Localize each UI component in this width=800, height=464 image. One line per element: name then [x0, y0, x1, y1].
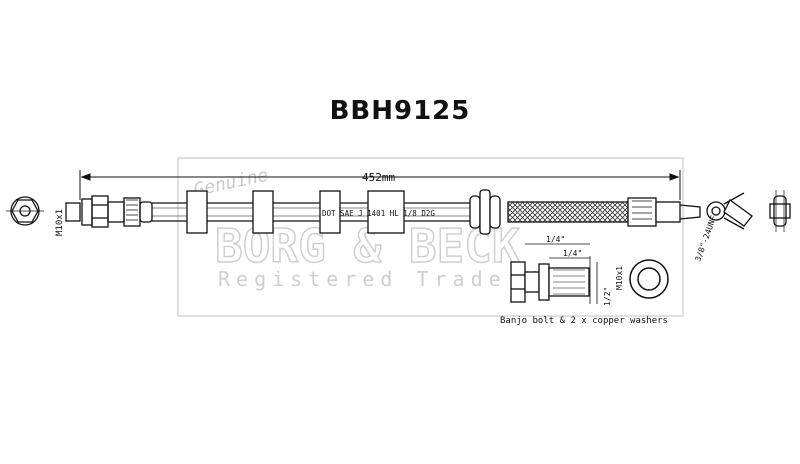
thread-left-label: M10x1: [55, 209, 65, 236]
grommet: [469, 189, 501, 235]
hose-clip-2: [252, 190, 274, 234]
length-label: 452mm: [362, 171, 395, 184]
left-fitting: [65, 195, 153, 228]
hose-print-label: DOT SAE J 1401 HL 1/8 D2G: [322, 209, 435, 218]
part-number-title: BBH9125: [329, 96, 471, 126]
right-end-view: [769, 190, 791, 232]
hose-clip-3: [319, 190, 341, 234]
banjo-width-label: 1/4": [546, 235, 565, 244]
banjo-dimensions: [525, 243, 590, 259]
armour-sleeve: [507, 201, 629, 223]
left-end-view: [6, 196, 44, 226]
hose-body: [152, 190, 470, 234]
banjo-height-label: 1/2": [603, 287, 612, 306]
banjo-bolt-assembly: [510, 256, 598, 304]
watermark-frame: [177, 157, 684, 317]
thread-right-label: 3/8"-24UNF: [693, 214, 718, 263]
copper-washer: [629, 259, 669, 299]
hose-clip-4: [367, 190, 405, 234]
right-fitting: [627, 192, 753, 230]
length-dimension: [79, 170, 681, 200]
hose-clip-1: [186, 190, 208, 234]
bolt-thread-label: M10x1: [615, 266, 624, 290]
banjo-inner-label: 1/4": [563, 249, 582, 258]
accessory-note: Banjo bolt & 2 x copper washers: [500, 316, 668, 326]
